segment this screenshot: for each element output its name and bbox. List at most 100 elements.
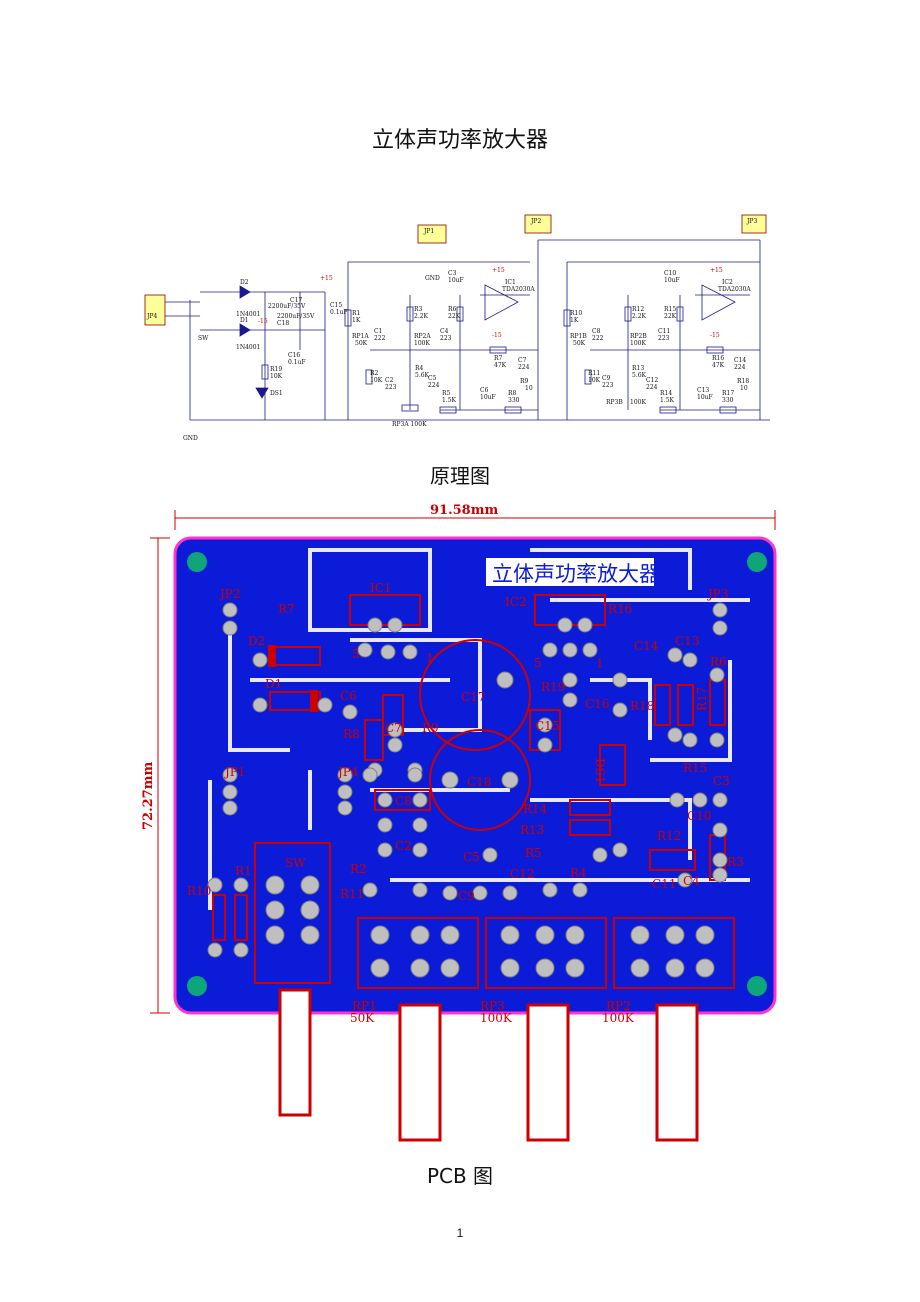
label-ds1: DS1 [270, 390, 283, 397]
label-r4: R4 [415, 365, 424, 372]
pcb-label-rp3: RP3 [480, 999, 505, 1013]
label-c4-val: 223 [440, 335, 452, 342]
label-rp1b: RP1B [570, 333, 587, 340]
pcb-label-r15: R15 [683, 761, 707, 775]
page-number: 1 [456, 1226, 464, 1240]
pcb-label-c7: C7 [385, 721, 402, 735]
pcb-label-r6: R6 [710, 655, 727, 669]
label-r14-val: 1.5K [660, 397, 675, 404]
label-r4-val: 5.6K [415, 372, 430, 379]
label-rp2a-val: 100K [414, 340, 430, 347]
label-ic2-part: TDA2030A [718, 286, 751, 293]
pcb-label-r9: R9 [422, 721, 439, 735]
label-d2-part: 1N4001 [236, 311, 260, 318]
label-r11-val: 10K [588, 377, 601, 384]
dimension-height: 72.27mm [141, 762, 156, 830]
label-c11: C11 [658, 328, 670, 335]
label-r16: R16 [712, 355, 724, 362]
pcb-label-jp4: JP4 [336, 765, 359, 779]
pcb-label-d2: D2 [248, 634, 265, 648]
label-r13-val: 5.6K [632, 372, 647, 379]
pcb-label-jp2: JP2 [218, 587, 241, 601]
label-jp3: JP3 [746, 218, 757, 225]
pcb-label-c15: C15 [535, 719, 559, 733]
label-c16-val: 0.1uF [288, 359, 306, 366]
label-r17: R17 [722, 390, 734, 397]
pcb-label-c9: C9 [458, 889, 475, 903]
pcb-label-sw: SW [285, 856, 306, 870]
label-r8: R8 [508, 390, 517, 397]
label-c18: C18 [277, 320, 289, 327]
pcb-label-r10: R10 [187, 884, 211, 898]
pcb-layout: 91.58mm 72.27mm [141, 503, 777, 1142]
label-r1-val: 1K [352, 317, 361, 324]
label-c12: C12 [646, 377, 658, 384]
label-c11-val: 223 [658, 335, 670, 342]
pcb-label-c8: C8 [395, 794, 412, 808]
document-title: 立体声功率放大器 [371, 128, 548, 153]
pcb-label-r12: R12 [657, 829, 681, 843]
pcb-label-r14: R14 [523, 802, 548, 816]
label-r19-val: 10K [270, 373, 283, 380]
label-c10: C10 [664, 270, 676, 277]
dimension-width: 91.58mm [430, 503, 498, 518]
label-p15b: +15 [492, 267, 505, 274]
pcb-label-c18: C18 [467, 775, 491, 789]
label-gnd2: GND [183, 435, 198, 442]
label-ic1-part: TDA2030A [502, 286, 535, 293]
label-r18: R18 [737, 378, 749, 385]
pcb-label-c10: C10 [687, 809, 711, 823]
schematic-diagram: JP4 JP1 JP2 JP3 GND GND SW D2 1N4001 D1 … [144, 214, 770, 442]
label-c8-val: 222 [592, 335, 604, 342]
pcb-label-pin5b: 5 [534, 656, 542, 670]
label-r3: R3 [414, 306, 423, 313]
label-c2-val: 223 [385, 384, 397, 391]
label-c7: C7 [518, 357, 527, 364]
label-c12-val: 224 [646, 384, 658, 391]
pcb-board [173, 536, 777, 1015]
label-r18-val: 10 [740, 385, 748, 392]
pcb-label-c17: C17 [461, 690, 485, 704]
pcb-label-jp3: JP3 [706, 587, 729, 601]
label-r14: R14 [660, 390, 672, 397]
label-c6-val: 10uF [480, 394, 496, 401]
pcb-label-pin1a: 1 [426, 651, 434, 665]
pcb-label-r19: R19 [541, 680, 565, 694]
pcb-caption: PCB 图 [426, 1164, 494, 1188]
pcb-label-r13: R13 [520, 823, 544, 837]
label-r5-val: 1.5K [442, 397, 457, 404]
label-c9-val: 223 [602, 382, 614, 389]
pcb-label-r11: R11 [340, 887, 364, 901]
label-c3: C3 [448, 270, 457, 277]
pcb-label-c4: C4 [683, 874, 700, 888]
label-r15-val: 22K [664, 313, 677, 320]
pcb-label-r4: R4 [570, 866, 587, 880]
pcb-label-rp2: RP2 [606, 999, 631, 1013]
pcb-label-r16: R16 [608, 602, 632, 616]
pcb-label-c11: C11 [652, 877, 676, 891]
label-rp3a: RP3A 100K [392, 421, 427, 428]
label-c17: C17 [290, 297, 302, 304]
pcb-label-pin1b: 1 [596, 656, 604, 670]
label-gnd: GND [425, 275, 440, 282]
label-rp2b: RP2B [630, 333, 647, 340]
pcb-label-c12: C12 [510, 867, 534, 881]
pcb-label-c5: C5 [463, 850, 480, 864]
label-rp2b-val: 100K [630, 340, 646, 347]
label-c3-val: 10uF [448, 277, 464, 284]
pcb-label-rp2-val: 100K [602, 1011, 635, 1025]
label-c17-val: 2200uF/35V [268, 303, 306, 310]
pcb-label-jp1: JP1 [223, 765, 246, 779]
pcb-label-rp1: RP1 [352, 999, 377, 1013]
label-m15c: -15 [710, 332, 720, 339]
pcb-label-rp3-val: 100K [480, 1011, 513, 1025]
label-r8-val: 330 [508, 397, 520, 404]
pcb-label-c2: C2 [395, 839, 412, 853]
label-rp3b: RP3B [606, 399, 623, 406]
label-rp1b-val: 50K [573, 340, 586, 347]
label-r10: R10 [570, 310, 582, 317]
pcb-label-r2: R2 [350, 862, 367, 876]
label-d1: D1 [240, 317, 249, 324]
label-c13: C13 [697, 387, 709, 394]
label-r7: R7 [494, 355, 503, 362]
